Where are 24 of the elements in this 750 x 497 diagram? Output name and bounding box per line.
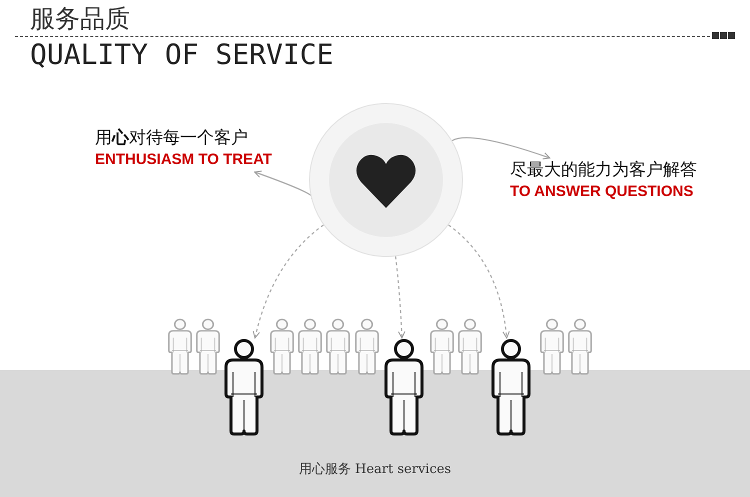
dashed-arrow: [252, 224, 324, 338]
person-figure: [383, 338, 425, 436]
curved-arrow: [452, 137, 550, 160]
subheading: QUALITY OF SERVICE: [30, 38, 334, 71]
person-figure: [490, 338, 532, 436]
chinese-caption: 尽最大的能力为客户解答: [510, 159, 698, 181]
faded-person-figure: [297, 318, 323, 375]
faded-person-figure: [325, 318, 351, 375]
faded-person-figure: [457, 318, 483, 375]
faded-person-figure: [539, 318, 565, 375]
english-caption: ENTHUSIASM TO TREAT: [95, 151, 273, 168]
dashed-arrow: [394, 256, 406, 338]
footer-caption: 用心服务 Heart services: [298, 461, 452, 478]
faded-person-figure: [195, 318, 221, 375]
heading: 服务品质: [30, 3, 130, 35]
faded-person-figure: [269, 318, 295, 375]
english-caption: TO ANSWER QUESTIONS: [510, 183, 694, 200]
dashed-arrow: [448, 224, 510, 338]
faded-person-figure: [429, 318, 455, 375]
faded-person-figure: [354, 318, 380, 375]
chinese-caption: 用心对待每一个客户: [95, 127, 249, 149]
person-figure: [223, 338, 265, 436]
faded-person-figure: [567, 318, 593, 375]
faded-person-figure: [167, 318, 193, 375]
